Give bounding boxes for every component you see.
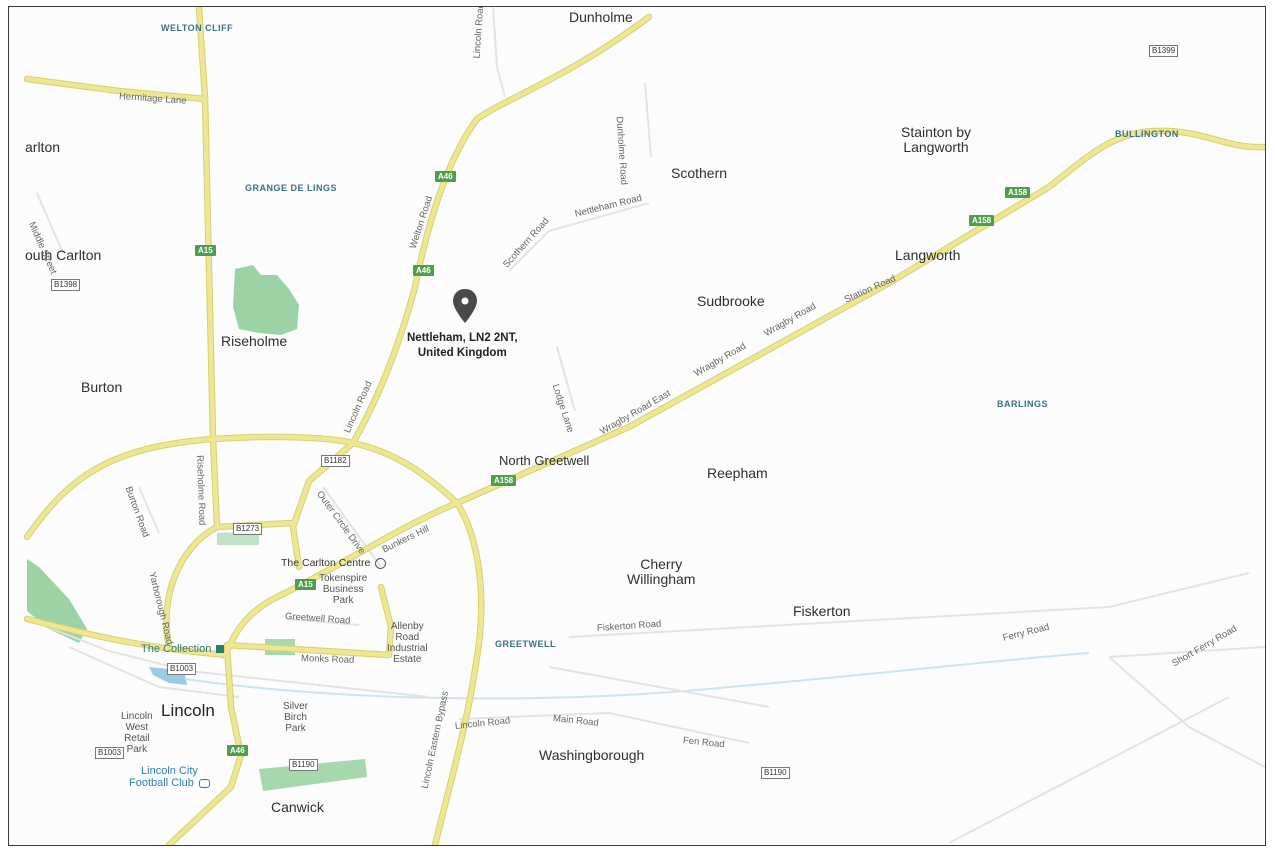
brayford-pool xyxy=(149,667,187,685)
shield-b1398: B1398 xyxy=(51,279,81,291)
pin-label-line2: United Kingdom xyxy=(417,347,507,359)
river-witham xyxy=(184,652,1090,700)
area-barlings: BARLINGS xyxy=(997,399,1048,409)
shield-b1190-1: B1190 xyxy=(289,759,318,771)
town-reepham: Reepham xyxy=(707,465,768,481)
town-north-greetwell: North Greetwell xyxy=(499,453,590,468)
shield-b1273: B1273 xyxy=(233,523,263,535)
area-welton-cliff: WELTON CLIFF xyxy=(161,23,234,33)
poi-tokenspire-line3: Park xyxy=(332,595,354,606)
town-canwick: Canwick xyxy=(271,799,324,815)
town-dunholme: Dunholme xyxy=(569,9,633,25)
poi-tokenspire-line2: Business xyxy=(322,584,364,595)
map-frame: Nettleham, LN2 2NT, United Kingdom Dunho… xyxy=(8,6,1266,846)
poi-carlton-centre-label: The Carlton Centre xyxy=(281,557,371,569)
shield-b1003-2: B1003 xyxy=(95,747,125,759)
poi-silver-birch-line1: Silver xyxy=(283,701,309,712)
town-stainton-line1: Stainton by xyxy=(901,124,972,140)
poi-carlton-centre[interactable]: The Carlton Centre xyxy=(281,557,387,569)
town-cherry-willingham: Cherry Willingham xyxy=(627,557,695,587)
poi-lincoln-west-line1: Lincoln xyxy=(121,711,153,722)
poi-lincoln-west-line4: Park xyxy=(126,744,148,755)
poi-lincoln-city-line2: Football Club xyxy=(129,777,194,789)
poi-silver-birch-line3: Park xyxy=(285,723,306,734)
poi-lincoln-west-retail-park: Lincoln West Retail Park xyxy=(121,711,153,755)
poi-allenby-line2: Road xyxy=(395,632,420,643)
poi-tokenspire-business-park: Tokenspire Business Park xyxy=(319,573,367,606)
shield-b1003-1: B1003 xyxy=(167,663,197,675)
shield-a15-south: A15 xyxy=(295,579,316,590)
town-stainton-by-langworth: Stainton by Langworth xyxy=(901,125,971,155)
area-greetwell: GREETWELL xyxy=(495,639,556,649)
museum-icon xyxy=(216,645,225,654)
town-lincoln: Lincoln xyxy=(161,701,215,720)
shield-a158-2: A158 xyxy=(969,215,995,226)
poi-allenby-line3: Industrial xyxy=(387,643,428,654)
map-canvas[interactable] xyxy=(9,7,1265,845)
shopping-bag-icon xyxy=(375,557,387,569)
poi-the-collection[interactable]: The Collection xyxy=(141,643,225,655)
area-grange-de-lings: GRANGE DE LINGS xyxy=(245,183,338,193)
town-washingborough: Washingborough xyxy=(539,747,645,763)
poi-silver-birch-park: Silver Birch Park xyxy=(283,701,308,734)
town-riseholme: Riseholme xyxy=(221,333,288,349)
shield-a15: A15 xyxy=(195,245,216,256)
park-riseholme xyxy=(233,265,299,335)
pin-label-line1: Nettleham, LN2 2NT, xyxy=(407,332,518,344)
town-burton: Burton xyxy=(81,379,123,395)
shield-b1399: B1399 xyxy=(1149,45,1179,57)
town-south-carlton: outh Carlton xyxy=(25,247,102,263)
shield-b1190-2: B1190 xyxy=(761,767,790,779)
stadium-icon xyxy=(198,778,210,788)
shield-a158-3: A158 xyxy=(491,475,517,486)
town-sudbrooke: Sudbrooke xyxy=(697,293,765,309)
poi-silver-birch-line2: Birch xyxy=(284,712,307,723)
poi-the-collection-label: The Collection xyxy=(141,643,212,655)
poi-lincoln-city-football-club[interactable]: Lincoln City Football Club xyxy=(129,765,210,789)
road-monks-road: Monks Road xyxy=(300,653,355,666)
pin-label: Nettleham, LN2 2NT, United Kingdom xyxy=(407,331,518,361)
poi-lincoln-west-line2: West xyxy=(125,722,149,733)
poi-lincoln-city-line1: Lincoln City xyxy=(141,765,198,777)
town-cherry-line1: Cherry xyxy=(640,556,683,572)
town-langworth: Langworth xyxy=(895,247,961,263)
town-fiskerton: Fiskerton xyxy=(793,603,851,619)
poi-tokenspire-line1: Tokenspire xyxy=(319,573,368,584)
shield-a158-1: A158 xyxy=(1005,187,1031,198)
shield-a46-2: A46 xyxy=(413,265,434,276)
poi-allenby-road-industrial-estate: Allenby Road Industrial Estate xyxy=(387,621,428,665)
shield-a46-south: A46 xyxy=(227,745,248,756)
location-pin-icon[interactable] xyxy=(453,289,477,323)
town-carlton: arlton xyxy=(25,139,61,155)
area-bullington: BULLINGTON xyxy=(1115,129,1179,139)
park-canwick xyxy=(259,759,367,791)
poi-allenby-line4: Estate xyxy=(393,654,422,665)
town-cherry-line2: Willingham xyxy=(627,571,696,587)
poi-allenby-line1: Allenby xyxy=(390,621,424,632)
shield-a46-1: A46 xyxy=(435,171,456,182)
poi-lincoln-city-line2-row: Football Club xyxy=(129,777,210,789)
poi-lincoln-west-line3: Retail xyxy=(124,733,150,744)
shield-b1182: B1182 xyxy=(321,455,350,467)
town-stainton-line2: Langworth xyxy=(903,139,969,155)
town-scothern: Scothern xyxy=(671,165,728,181)
